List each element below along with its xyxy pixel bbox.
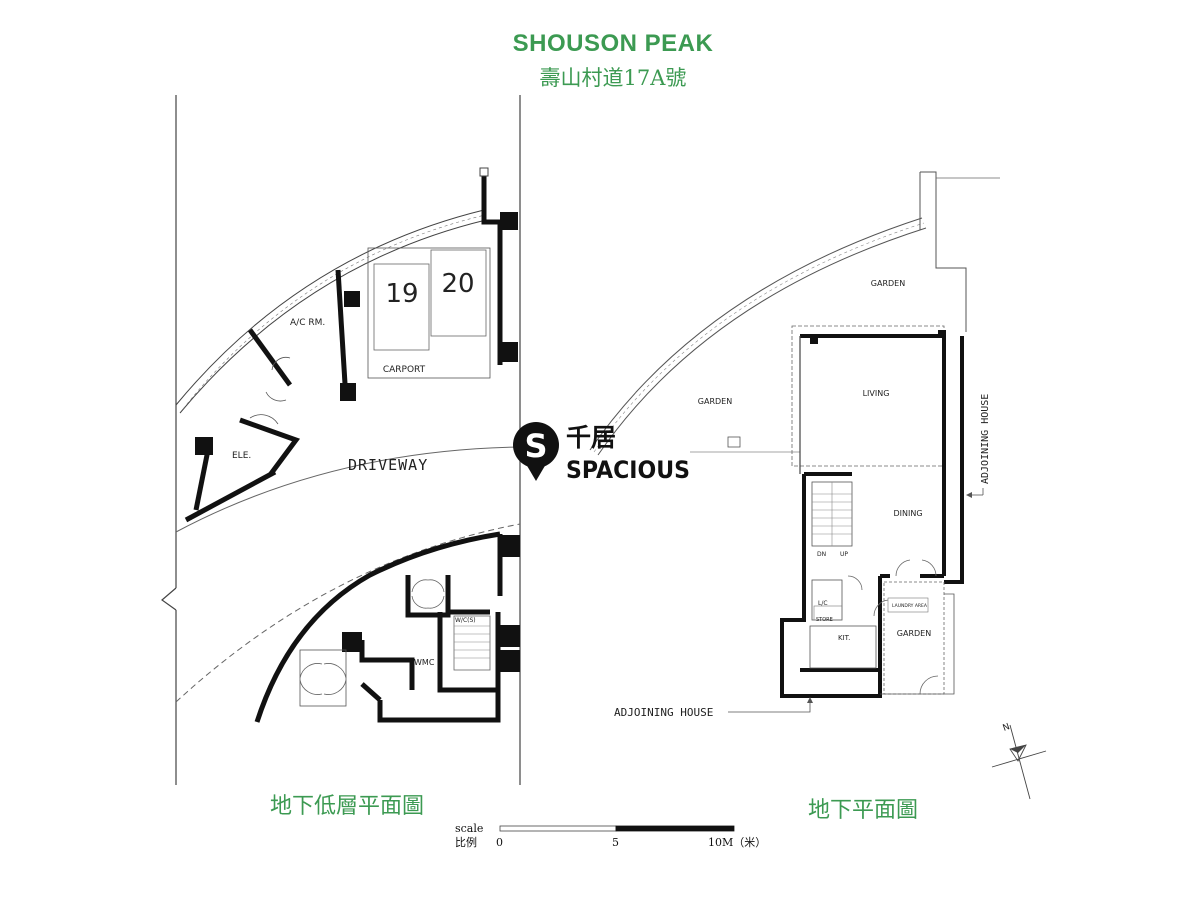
scale-tick-5: 5: [612, 836, 619, 849]
garden-small-label: GARDEN: [897, 629, 931, 638]
upper-curved-wall-outer: [175, 209, 485, 406]
garden-curve-outer: [589, 217, 923, 451]
stair-up-label: UP: [840, 551, 848, 558]
column: [810, 336, 818, 344]
door-swing: [411, 579, 445, 609]
upper-block-walls: [184, 172, 503, 523]
living-label: LIVING: [863, 389, 890, 398]
project-address: 壽山村道17A號: [539, 66, 687, 90]
column: [500, 212, 518, 230]
kitchen-label: KIT.: [838, 634, 850, 642]
door-swing: [265, 391, 287, 402]
scale-label-zh: 比例: [455, 835, 477, 849]
parking-number-20: 20: [441, 269, 474, 299]
parking-number-19: 19: [385, 279, 418, 309]
carport-label: CARPORT: [383, 365, 426, 375]
garden-top-label: GARDEN: [871, 279, 905, 288]
door-swing: [299, 663, 347, 695]
parking-bay-20: [430, 249, 487, 337]
adjoining-house-side-label: ADJOINING HOUSE: [980, 394, 991, 484]
driveway-curve-upper: [175, 446, 521, 533]
door-swing: [895, 559, 937, 577]
ac-room-label: A/C RM.: [290, 318, 325, 328]
stair-block: [453, 615, 491, 671]
upper-curved-wall-inner: [179, 219, 487, 414]
stair-treads: [454, 625, 490, 659]
driveway-curve-lower: [175, 523, 521, 703]
column: [938, 330, 946, 338]
column: [340, 383, 356, 401]
site-boundary-break: [161, 587, 177, 611]
column: [500, 342, 518, 362]
scale-tick-0: 0: [496, 836, 503, 849]
door-swing: [919, 675, 939, 695]
left-floor-plan: 19 20 CARPORT A/C RM. ELE. DRIVEWAY: [161, 95, 521, 785]
garden-curve-hatch: [593, 222, 925, 453]
door-swing: [249, 414, 279, 425]
dining-label: DINING: [893, 509, 922, 518]
adjoining-bottom-leader: [728, 700, 811, 713]
logo-letter: S: [524, 427, 547, 465]
site-boundary-right: [920, 171, 967, 332]
logo-badge-circle: [513, 422, 559, 468]
door-swing: [847, 575, 889, 617]
column: [195, 437, 213, 455]
logo-chinese: 千居: [566, 423, 616, 452]
parking-bay-19: [373, 263, 430, 351]
stair-dn-label: DN: [817, 551, 826, 558]
arrow-head: [807, 697, 813, 703]
garden-mid-label: GARDEN: [698, 397, 732, 406]
left-floor-label: 地下低層平面圖: [270, 794, 425, 819]
ele-room-label: ELE.: [232, 451, 251, 461]
column: [344, 291, 360, 307]
meter-box: [727, 436, 741, 448]
scale-label-en: scale: [455, 822, 483, 835]
project-title: SHOUSON PEAK: [512, 30, 714, 57]
column: [500, 650, 520, 672]
carport-outline: [367, 247, 491, 379]
arrow-head: [966, 492, 972, 498]
adjoining-house-bottom-label: ADJOINING HOUSE: [614, 706, 713, 719]
scale-tick-10: 10M（米）: [708, 836, 766, 849]
column: [500, 625, 520, 647]
lav-label: L/C: [818, 600, 828, 607]
right-floor-plan: DN UP L/C STORE KIT. LAUNDRY AREA GARDEN…: [589, 171, 1047, 800]
laundry-label: LAUNDRY AREA: [892, 603, 928, 609]
store-room: [813, 605, 843, 621]
column: [342, 632, 362, 652]
lower-curved-wall: [254, 531, 501, 723]
store-label: STORE: [816, 617, 833, 623]
small-garden-wall: [880, 593, 955, 695]
stair-treads: [812, 482, 852, 546]
spacious-logo: S 千居 SPACIOUS: [513, 422, 690, 484]
door-frame: [299, 649, 347, 707]
logo-english: SPACIOUS: [566, 456, 690, 484]
small-garden-outline: [883, 581, 945, 695]
logo-badge-tail: [526, 464, 546, 481]
compass-north-label: N: [1002, 722, 1012, 734]
driveway-label: DRIVEWAY: [348, 456, 428, 474]
lower-block-walls: [359, 534, 503, 723]
laundry-area: [887, 597, 929, 613]
column: [479, 167, 489, 177]
kitchen-room: [809, 625, 877, 669]
wc-label: W/C(S): [455, 617, 476, 624]
garden-curve-inner: [597, 227, 927, 456]
scale-bar: scale 比例 0 5 10M（米）: [455, 822, 766, 849]
column: [500, 535, 520, 557]
north-compass: N: [991, 722, 1047, 800]
door-swing: [271, 357, 291, 371]
scale-bar-dark: [615, 825, 735, 832]
upper-curved-wall-hatch: [182, 214, 486, 410]
right-floor-label: 地下平面圖: [808, 798, 919, 823]
scale-bar-light: [499, 825, 617, 832]
wmc-label: WMC: [414, 658, 435, 667]
